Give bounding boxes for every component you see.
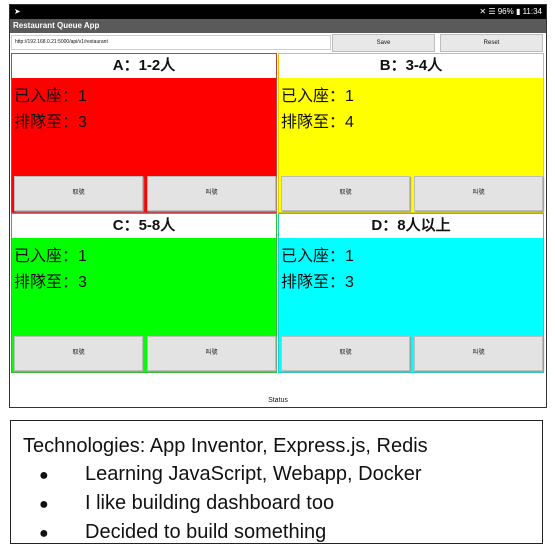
panel-title: D：8人以上: [279, 214, 543, 238]
bullet-icon: ●: [39, 496, 49, 513]
status-indicators: ✕ ☰ 96% ▮ 11:34: [479, 7, 542, 16]
app-title: Restaurant Queue App: [13, 21, 100, 30]
bullet-icon: ●: [39, 525, 49, 542]
navigation-arrow-icon: ➤: [14, 7, 21, 16]
panel-title: A：1-2人: [12, 54, 276, 78]
take-number-button[interactable]: 取號: [281, 336, 410, 371]
bullet-text: I like building dashboard too: [85, 492, 335, 514]
technologies-heading: Technologies: App Inventor, Express.js, …: [23, 435, 428, 457]
technologies-textbox: Technologies: App Inventor, Express.js, …: [10, 420, 543, 544]
reset-button[interactable]: Reset: [440, 34, 543, 52]
app-title-bar: Restaurant Queue App: [10, 19, 546, 33]
phone-screenshot: ➤ ✕ ☰ 96% ▮ 11:34 Restaurant Queue App S…: [9, 4, 547, 408]
call-number-button[interactable]: 叫號: [147, 336, 276, 371]
queue-number: 排隊至：4: [281, 114, 354, 131]
bullet-icon: ●: [39, 467, 49, 484]
status-label: Status: [268, 397, 288, 404]
take-number-button[interactable]: 取號: [281, 176, 410, 211]
panel-title: C：5-8人: [12, 214, 276, 238]
seated-count: 已入座：1: [14, 88, 87, 105]
call-number-button[interactable]: 叫號: [414, 336, 543, 371]
save-button[interactable]: Save: [332, 34, 435, 52]
queue-number: 排隊至：3: [14, 274, 87, 291]
queue-number: 排隊至：3: [281, 274, 354, 291]
queue-panel-b: B：3-4人 已入座：1 排隊至：4 取號 叫號: [278, 53, 544, 213]
take-number-button[interactable]: 取號: [14, 336, 143, 371]
bullet-text: Decided to build something: [85, 521, 327, 543]
queue-panel-a: A：1-2人 已入座：1 排隊至：3 取號 叫號: [11, 53, 277, 213]
queue-number: 排隊至：3: [14, 114, 87, 131]
panel-title: B：3-4人: [279, 54, 543, 78]
call-number-button[interactable]: 叫號: [414, 176, 543, 211]
url-input[interactable]: [11, 35, 331, 50]
take-number-button[interactable]: 取號: [14, 176, 143, 211]
queue-panel-c: C：5-8人 已入座：1 排隊至：3 取號 叫號: [11, 213, 277, 373]
seated-count: 已入座：1: [281, 88, 354, 105]
queue-panel-d: D：8人以上 已入座：1 排隊至：3 取號 叫號: [278, 213, 544, 373]
bullet-text: Learning JavaScript, Webapp, Docker: [85, 463, 422, 485]
seated-count: 已入座：1: [14, 248, 87, 265]
toolbar: Save Reset: [10, 33, 546, 53]
call-number-button[interactable]: 叫號: [147, 176, 276, 211]
seated-count: 已入座：1: [281, 248, 354, 265]
android-status-bar: ➤ ✕ ☰ 96% ▮ 11:34: [10, 5, 546, 19]
